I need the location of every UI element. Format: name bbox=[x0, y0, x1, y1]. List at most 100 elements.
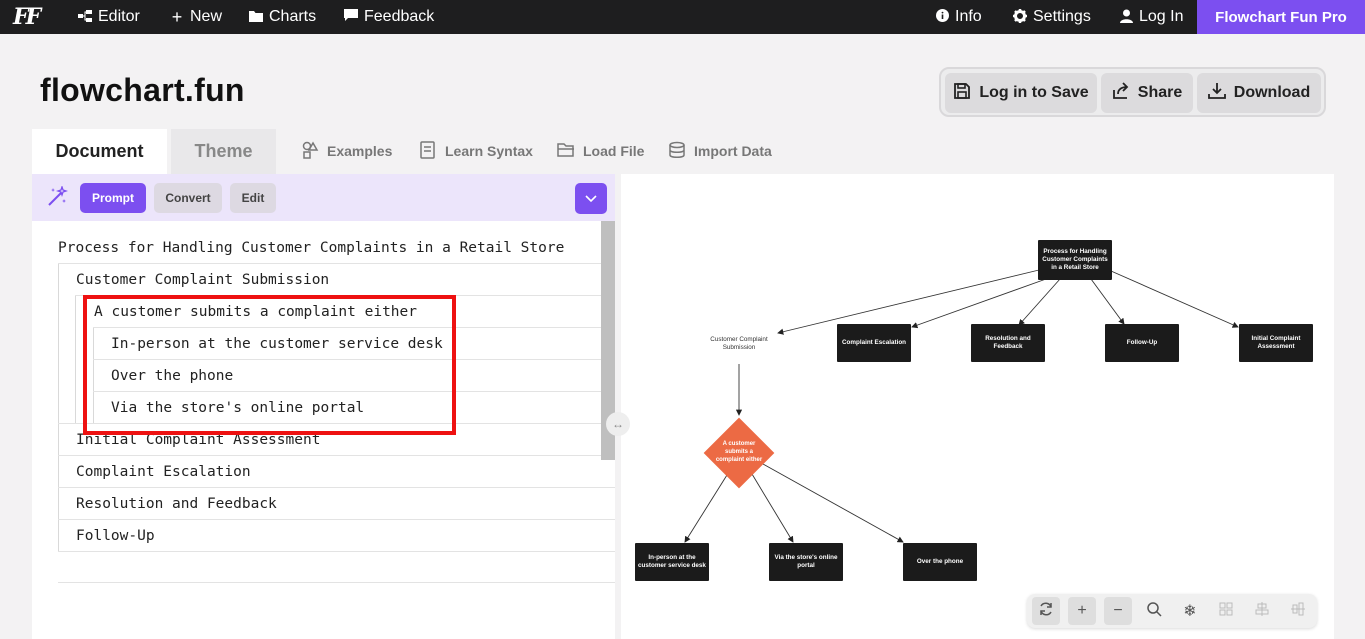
layout-grid-button[interactable] bbox=[1212, 597, 1240, 625]
document-editor[interactable]: Prompt Convert Edit bbox=[32, 174, 615, 639]
tab-document[interactable]: Document bbox=[32, 129, 167, 174]
nav-feedback[interactable]: Feedback bbox=[344, 0, 434, 34]
user-icon bbox=[1119, 9, 1133, 26]
row-divider bbox=[58, 551, 615, 552]
node-level1[interactable]: Initial Complaint Assessment bbox=[1239, 324, 1313, 362]
prompt-bar: Prompt Convert Edit bbox=[32, 174, 615, 221]
node-level1[interactable]: Resolution and Feedback bbox=[971, 324, 1045, 362]
nav-settings[interactable]: Settings bbox=[1013, 0, 1091, 34]
row-divider bbox=[93, 359, 601, 360]
code-line[interactable]: In-person at the customer service desk bbox=[111, 336, 443, 352]
row-divider bbox=[58, 423, 601, 424]
align-vertical-icon bbox=[1291, 602, 1305, 621]
nav-new[interactable]: + New bbox=[170, 0, 222, 34]
node-level3[interactable]: Via the store's online portal bbox=[769, 543, 843, 581]
flowchart-canvas[interactable]: Process for Handling Customer Complaints… bbox=[621, 174, 1334, 639]
node-level3[interactable]: In-person at the customer service desk bbox=[635, 543, 709, 581]
code-line[interactable]: Customer Complaint Submission bbox=[76, 272, 330, 288]
refresh-button[interactable] bbox=[1032, 597, 1060, 625]
gear-icon bbox=[1013, 8, 1027, 26]
nav-editor-label: Editor bbox=[98, 8, 140, 25]
download-label: Download bbox=[1233, 84, 1311, 101]
download-icon bbox=[1207, 82, 1226, 105]
node-level3[interactable]: Over the phone bbox=[903, 543, 977, 581]
plus-icon: + bbox=[171, 6, 183, 27]
node-level1[interactable]: Customer Complaint Submission bbox=[710, 336, 768, 351]
align-vertical-button[interactable] bbox=[1284, 597, 1312, 625]
nav-info-label: Info bbox=[955, 8, 982, 25]
share-button[interactable]: Share bbox=[1101, 73, 1193, 113]
code-line[interactable]: Complaint Escalation bbox=[76, 464, 251, 480]
editor-scrollbar[interactable] bbox=[601, 221, 615, 460]
code-line[interactable]: Initial Complaint Assessment bbox=[76, 432, 321, 448]
share-icon bbox=[1112, 81, 1130, 105]
row-divider bbox=[58, 263, 601, 264]
node-level1[interactable]: Complaint Escalation bbox=[837, 324, 911, 362]
nav-feedback-label: Feedback bbox=[364, 8, 435, 25]
node-level1[interactable]: Follow-Up bbox=[1105, 324, 1179, 362]
login-to-save-button[interactable]: Log in to Save bbox=[945, 73, 1097, 113]
code-line[interactable]: Process for Handling Customer Complaints… bbox=[58, 240, 565, 256]
nav-new-label: New bbox=[190, 8, 223, 25]
nav-editor[interactable]: Editor bbox=[78, 0, 140, 34]
zoom-out-button[interactable]: − bbox=[1104, 597, 1132, 625]
zoom-in-button[interactable]: + bbox=[1068, 597, 1096, 625]
panel-resize-handle[interactable]: ↔ bbox=[606, 412, 630, 436]
folder-open-icon bbox=[557, 141, 575, 162]
nav-login[interactable]: Log In bbox=[1119, 0, 1183, 34]
code-line[interactable]: Via the store's online portal bbox=[111, 400, 365, 416]
edit-button[interactable]: Edit bbox=[230, 183, 276, 213]
page-title: flowchart.fun bbox=[40, 72, 245, 108]
load-file-link[interactable]: Load File bbox=[557, 140, 644, 162]
indent-guide bbox=[93, 327, 94, 423]
chevron-down-icon bbox=[585, 190, 597, 208]
prompt-dropdown-button[interactable] bbox=[575, 183, 607, 214]
nav-charts[interactable]: Charts bbox=[249, 0, 316, 34]
magic-wand-icon bbox=[46, 184, 69, 208]
code-line[interactable]: A customer submits a complaint either bbox=[94, 304, 418, 320]
nav-info[interactable]: Info bbox=[935, 0, 982, 34]
import-data-label: Import Data bbox=[694, 143, 772, 159]
shapes-icon bbox=[301, 140, 319, 162]
row-divider bbox=[58, 519, 615, 520]
node-root[interactable]: Process for Handling Customer Complaints… bbox=[1038, 240, 1112, 280]
convert-button[interactable]: Convert bbox=[154, 183, 222, 213]
save-label: Log in to Save bbox=[979, 84, 1089, 101]
examples-link[interactable]: Examples bbox=[301, 140, 392, 162]
highlight-box bbox=[83, 295, 456, 435]
book-icon bbox=[419, 140, 437, 162]
learn-syntax-label: Learn Syntax bbox=[445, 143, 533, 159]
row-divider bbox=[93, 391, 601, 392]
indent-guide bbox=[58, 263, 59, 551]
logo[interactable]: FF bbox=[13, 4, 41, 30]
zoom-fit-button[interactable] bbox=[1140, 597, 1168, 625]
align-horizontal-icon bbox=[1255, 601, 1269, 621]
tab-theme[interactable]: Theme bbox=[171, 129, 276, 174]
save-icon bbox=[953, 82, 971, 105]
refresh-icon bbox=[1038, 601, 1054, 622]
code-line[interactable]: Resolution and Feedback bbox=[76, 496, 277, 512]
load-file-label: Load File bbox=[583, 143, 645, 159]
action-group: Log in to Save Share Download bbox=[939, 67, 1326, 117]
canvas-toolbar: + − ❄ bbox=[1027, 594, 1317, 628]
indent-guide bbox=[75, 295, 76, 423]
learn-syntax-link[interactable]: Learn Syntax bbox=[419, 140, 533, 162]
code-line[interactable]: Follow-Up bbox=[76, 528, 155, 544]
row-divider bbox=[58, 455, 615, 456]
pro-button[interactable]: Flowchart Fun Pro bbox=[1197, 0, 1365, 34]
row-divider bbox=[93, 327, 601, 328]
import-data-link[interactable]: Import Data bbox=[668, 140, 772, 162]
freeze-button[interactable]: ❄ bbox=[1176, 597, 1204, 625]
code-line[interactable]: Over the phone bbox=[111, 368, 234, 384]
align-horizontal-button[interactable] bbox=[1248, 597, 1276, 625]
database-icon bbox=[668, 141, 686, 162]
prompt-button[interactable]: Prompt bbox=[80, 183, 146, 213]
decision-label: A customer submits a complaint either bbox=[715, 441, 763, 463]
examples-label: Examples bbox=[327, 143, 393, 159]
decision-node[interactable]: A customer submits a complaint either bbox=[703, 417, 775, 489]
share-label: Share bbox=[1137, 84, 1183, 101]
nav-settings-label: Settings bbox=[1033, 8, 1091, 25]
snowflake-icon: ❄ bbox=[1183, 603, 1197, 620]
download-button[interactable]: Download bbox=[1197, 73, 1321, 113]
flowchart-edges bbox=[684, 269, 1239, 543]
